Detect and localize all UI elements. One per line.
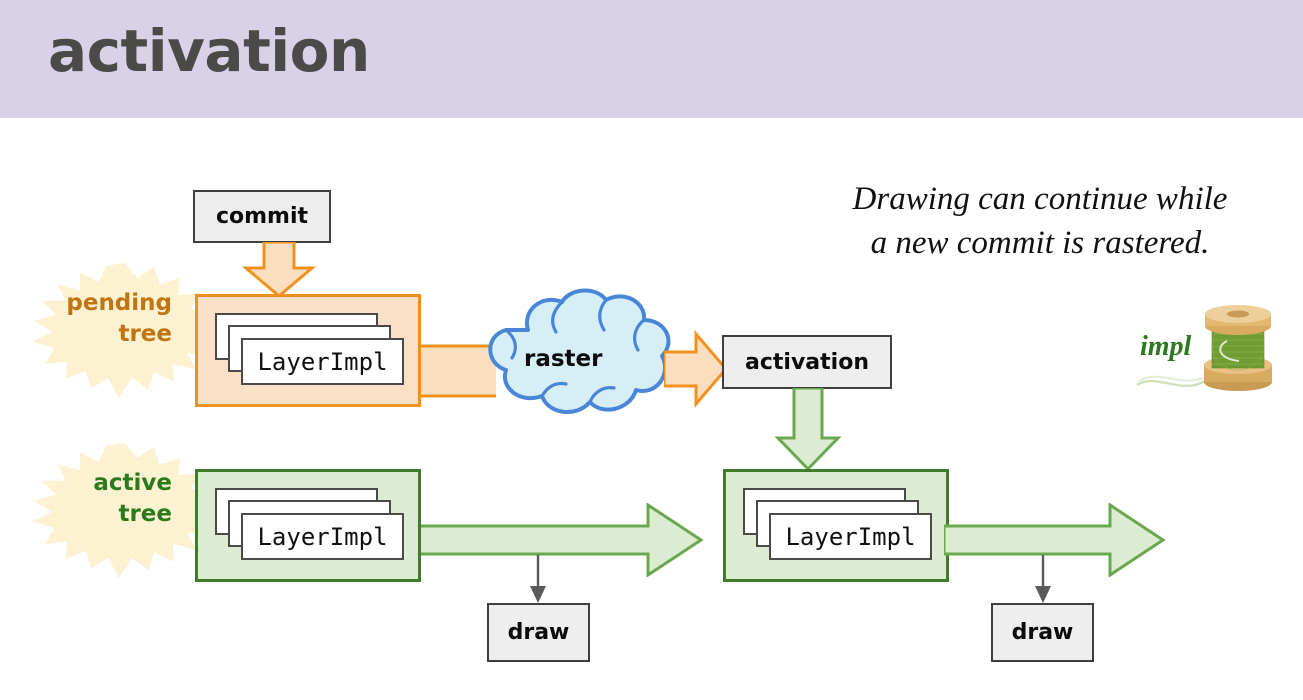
caption-text: Drawing can continue while a new commit …: [852, 181, 1228, 261]
layer-card-front[interactable]: LayerImpl: [241, 513, 404, 560]
draw-box-left[interactable]: draw: [487, 603, 590, 662]
draw-box-right[interactable]: draw: [991, 603, 1094, 662]
raster-label: raster: [524, 346, 603, 372]
active-tree-right-box[interactable]: LayerImpl: [723, 469, 949, 582]
raster-cloud[interactable]: [472, 286, 688, 422]
active-tree-left-box[interactable]: LayerImpl: [195, 469, 421, 582]
pending-tree-box[interactable]: LayerImpl: [195, 294, 421, 407]
active-tree-to-draw-arrow-1: [530, 555, 546, 603]
slide-header-band: [0, 0, 1303, 118]
active-tree-flow-arrow-1: [416, 503, 704, 577]
active-tree-to-draw-arrow-2: [1035, 555, 1051, 603]
thread-spool-icon: [1136, 305, 1272, 391]
diagram-canvas: Drawing can continue while a new commit …: [0, 118, 1303, 700]
layer-card-front[interactable]: LayerImpl: [769, 513, 932, 560]
raster-to-activation-arrow: [664, 330, 728, 408]
impl-thread-legend: impl: [1135, 303, 1295, 398]
page-title: activation: [48, 17, 370, 85]
layer-card-front[interactable]: LayerImpl: [241, 338, 404, 385]
activation-to-active-tree-arrow: [774, 388, 842, 472]
activation-box[interactable]: activation: [722, 335, 892, 389]
commit-box[interactable]: commit: [193, 190, 331, 243]
pending-to-raster-connector: [416, 344, 496, 398]
pending-tree-label: pending tree: [66, 290, 172, 347]
impl-thread-label: impl: [1140, 331, 1192, 362]
commit-to-pending-arrow: [242, 242, 317, 298]
active-tree-label: active tree: [93, 470, 172, 527]
active-tree-flow-arrow-2: [944, 503, 1166, 577]
